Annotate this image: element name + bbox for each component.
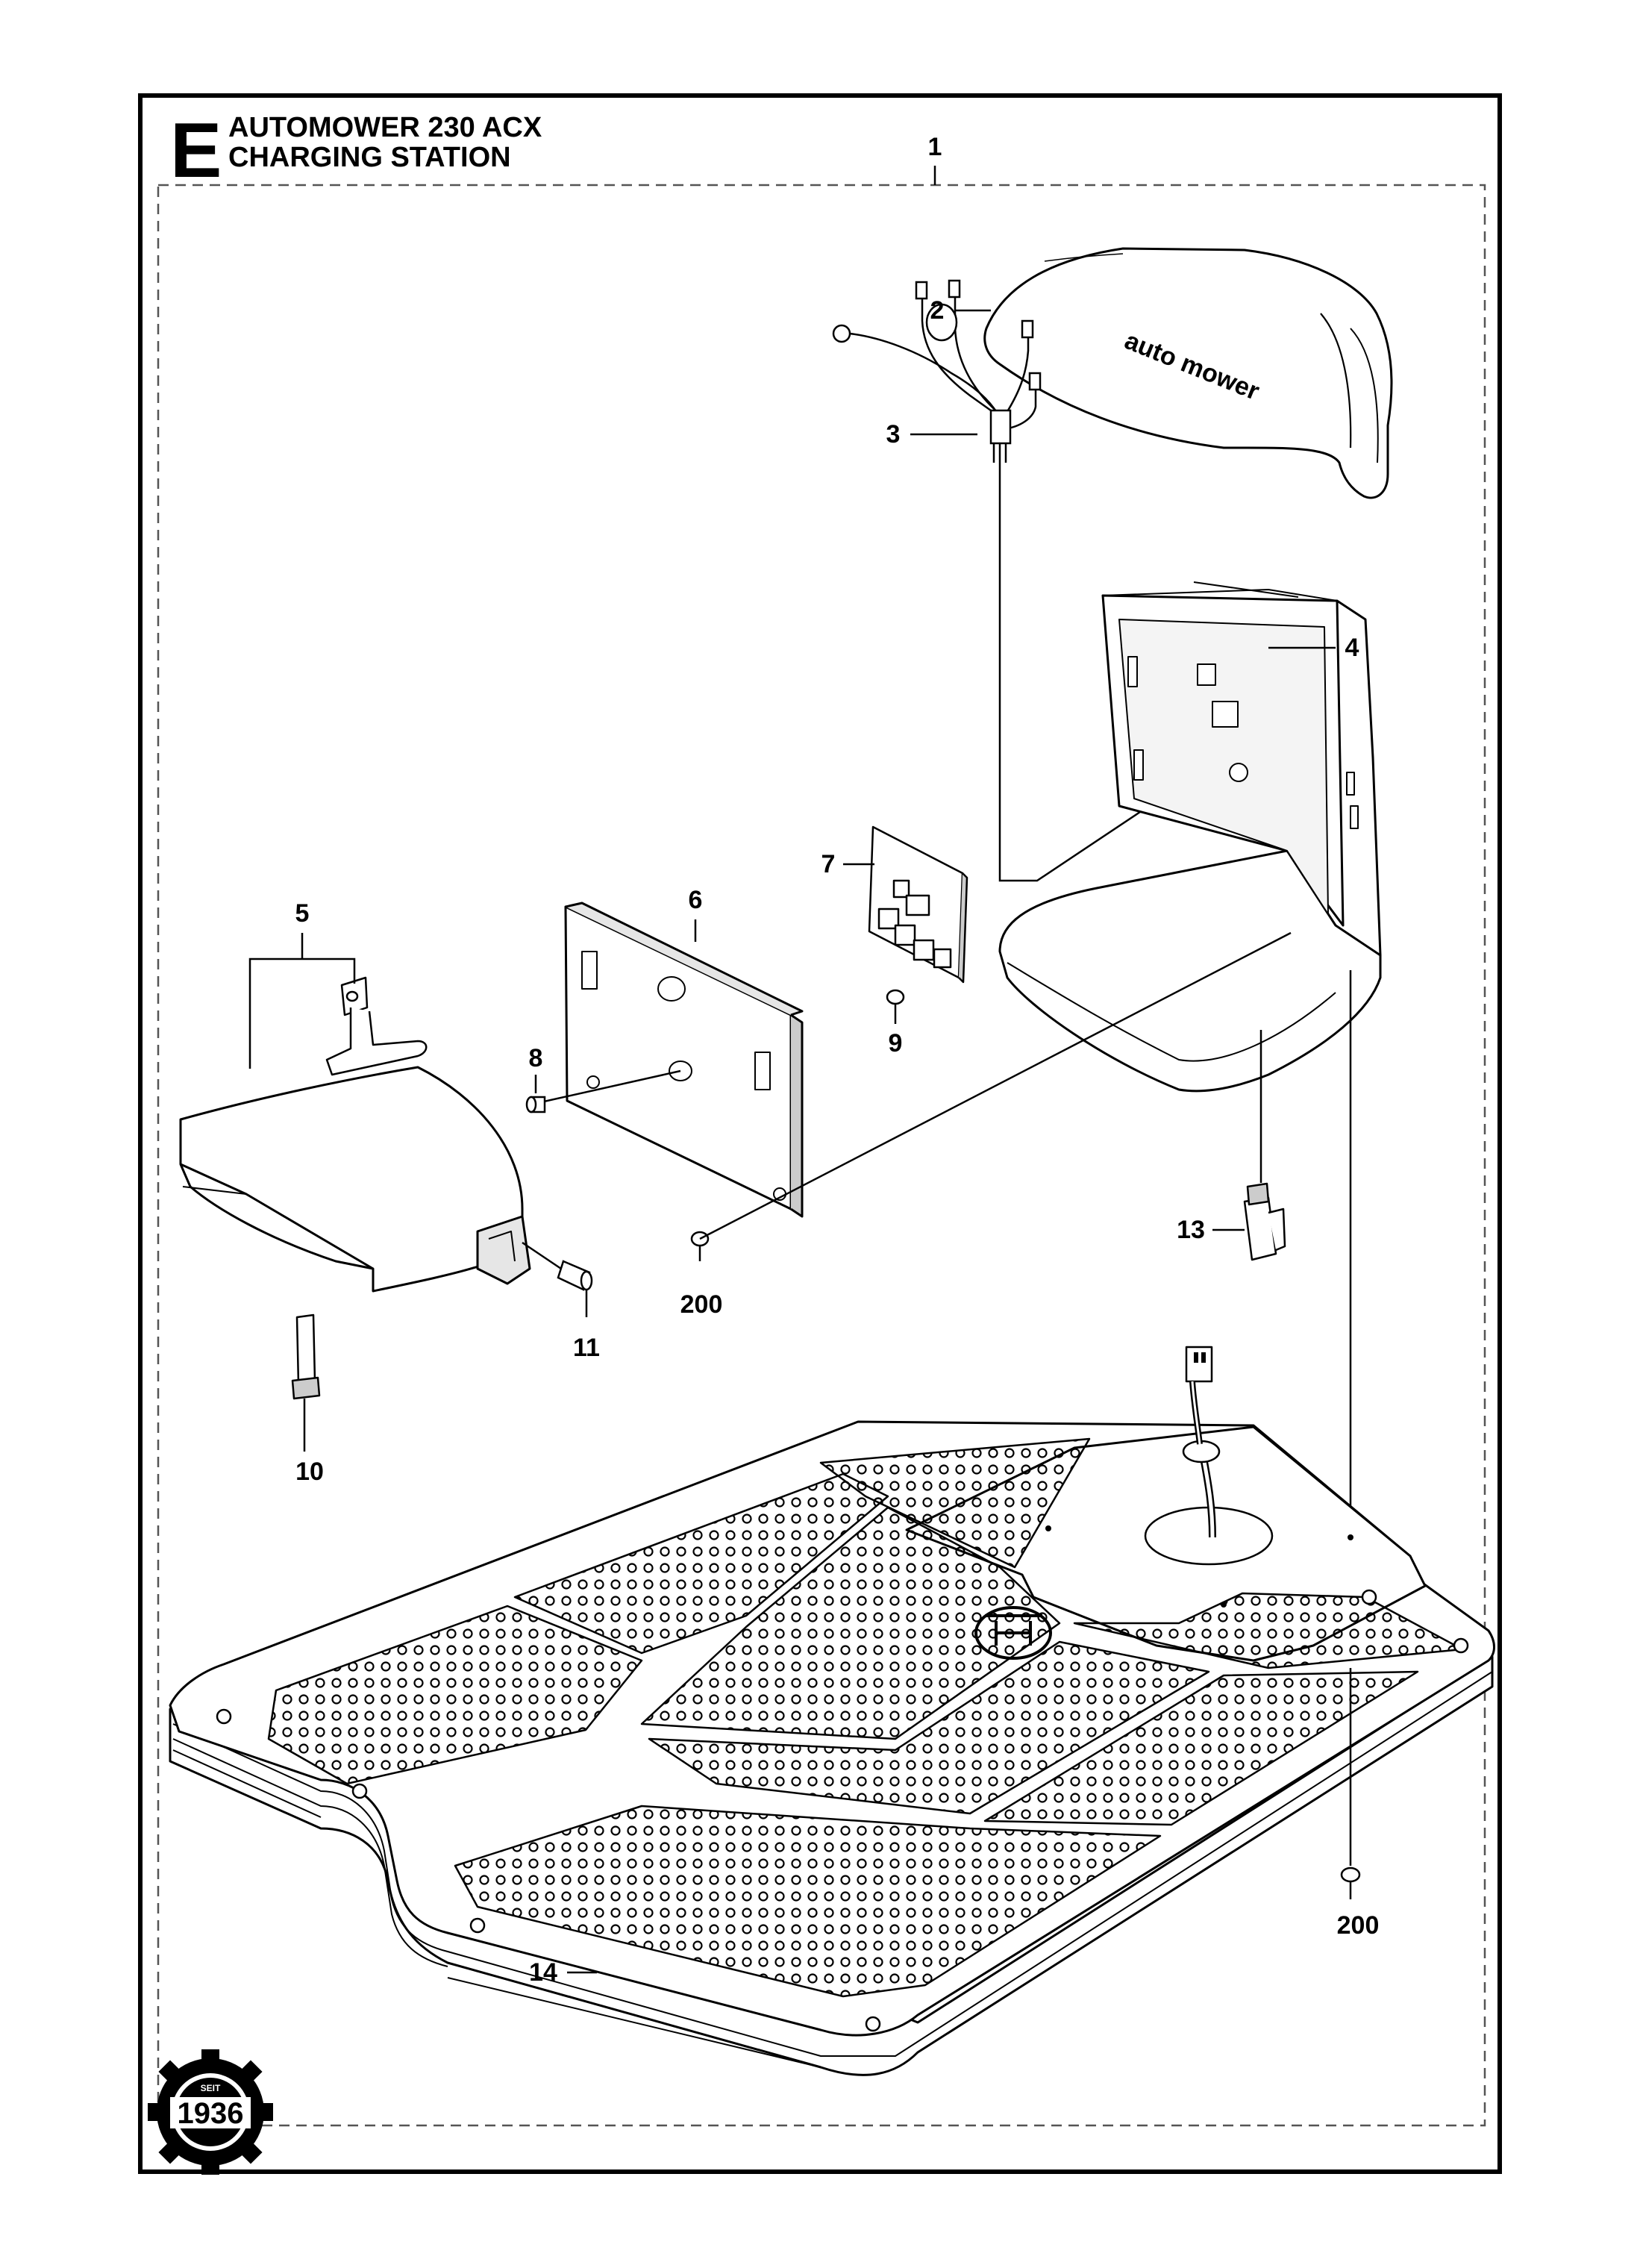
callout-2: 2	[930, 296, 945, 325]
part-200-screw-lower	[1340, 1866, 1361, 1899]
part-11-guide	[522, 1241, 562, 1270]
part-9-screw	[886, 989, 905, 1024]
stamp-year: 1936	[178, 2097, 244, 2130]
part-13-connector	[1243, 1182, 1286, 1261]
assembly-frame	[157, 184, 1486, 2127]
section-letter: E	[170, 107, 222, 194]
part-8-pin	[525, 1096, 546, 1113]
gear-stamp-icon: 1936 SEIT	[148, 2049, 273, 2175]
part-7-circuit-board	[868, 825, 968, 984]
part-2-cover	[983, 247, 1393, 499]
callout-11: 11	[573, 1334, 600, 1362]
part-14-charging-plate	[169, 1346, 1495, 2076]
callout-13: 13	[1177, 1216, 1205, 1244]
stamp-small-text: SEIT	[201, 2083, 221, 2093]
part-11-sleeve	[557, 1260, 593, 1291]
callout-4: 4	[1345, 634, 1359, 662]
part-6-mounting-plate	[564, 902, 804, 1218]
part-5-ramp	[179, 1066, 531, 1293]
callout-8: 8	[528, 1044, 543, 1072]
part-5-bracket	[325, 976, 428, 1076]
page-border	[138, 93, 1502, 2174]
callout-200-lower: 200	[1336, 1911, 1380, 1940]
callout-10: 10	[295, 1458, 324, 1486]
callout-14: 14	[529, 1958, 557, 1987]
callout-3: 3	[886, 420, 901, 449]
part-10-clip	[291, 1313, 321, 1400]
part-3-wire-harness	[832, 279, 1042, 463]
part-4-base-housing	[998, 581, 1382, 1093]
callout-1: 1	[927, 133, 942, 161]
assembly-title: CHARGING STATION	[228, 142, 511, 173]
callout-5: 5	[295, 899, 310, 928]
callout-7: 7	[821, 850, 836, 878]
part-200-guide	[699, 931, 1292, 1240]
callout-6: 6	[688, 886, 703, 914]
callout-5-leader	[248, 933, 356, 1069]
callout-9: 9	[888, 1029, 903, 1058]
callout-200-upper: 200	[680, 1290, 723, 1319]
part-6-guide	[536, 1069, 681, 1105]
model-title: AUTOMOWER 230 ACX	[228, 112, 542, 143]
